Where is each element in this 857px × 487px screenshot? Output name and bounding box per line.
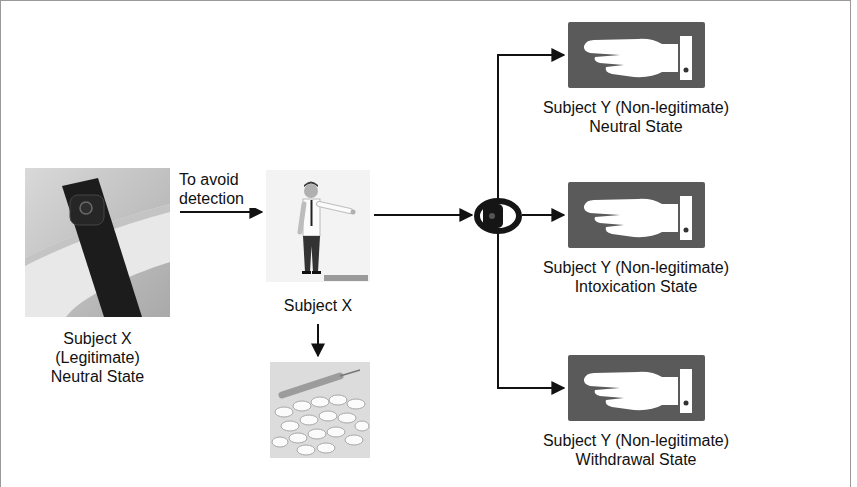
pill: [319, 411, 337, 421]
watermark-bar: [324, 275, 368, 281]
needle: [340, 370, 360, 376]
image-node: Subject X (Legitimate) Neutral State: [25, 168, 170, 387]
wristband-icon: [477, 201, 519, 231]
pill: [300, 415, 318, 425]
photo-ground: [270, 362, 370, 458]
caption: Subject X (Legitimate) Neutral State: [43, 329, 153, 387]
connector-arrow: [180, 211, 262, 213]
pills: [272, 395, 369, 455]
shoe: [312, 271, 321, 274]
image-area: [25, 168, 170, 329]
pill: [272, 437, 288, 447]
pills-photo: [270, 362, 370, 458]
hand: [351, 210, 356, 215]
tie: [311, 200, 313, 226]
caption: Subject Y (Non-legitimate) Neutral State: [524, 98, 748, 136]
pill: [317, 443, 335, 453]
image-area: [266, 170, 370, 296]
branch-arrow: [498, 234, 564, 388]
image-node: Subject Y (Non-legitimate) Withdrawal St…: [516, 355, 756, 469]
caption: Subject X: [266, 296, 370, 315]
image-node: Subject Y (Non-legitimate) Intoxication …: [516, 182, 756, 296]
wrist-band: [62, 178, 142, 317]
image-area: [516, 355, 756, 431]
band-module: [70, 195, 104, 225]
hand-icon: [568, 355, 705, 421]
arrow: [374, 214, 472, 216]
arm: [319, 204, 350, 211]
man-photo: [266, 170, 370, 282]
pill: [275, 407, 293, 417]
pill: [338, 413, 356, 423]
edge-label: To avoid detection: [179, 170, 263, 208]
band-ring: [477, 201, 519, 231]
down-arrow: [317, 324, 319, 356]
image-area: [516, 182, 756, 258]
photo-ground: [25, 168, 170, 317]
pill: [289, 433, 307, 443]
hand-icon: [568, 22, 705, 88]
image-node: Subject X: [266, 170, 370, 315]
image-area: [516, 22, 756, 98]
trousers: [303, 236, 320, 272]
arm-down: [300, 204, 304, 232]
branch-arrow: [522, 214, 564, 216]
shoe: [302, 271, 311, 274]
arm-outline: [319, 204, 350, 211]
pill: [308, 429, 326, 439]
pill: [293, 401, 311, 411]
caption: Subject Y (Non-legitimate) Withdrawal St…: [524, 431, 748, 469]
pill: [281, 421, 299, 431]
pill: [327, 427, 345, 437]
band-button: [80, 202, 92, 214]
pill: [345, 435, 363, 445]
pill: [297, 445, 315, 455]
hand-icon: [568, 182, 705, 248]
photo-ground: [266, 170, 370, 282]
band-face: [483, 204, 503, 228]
pill: [355, 421, 369, 431]
pill: [311, 397, 329, 407]
hair: [304, 182, 318, 188]
pill: [329, 395, 347, 405]
image-node: Subject Y (Non-legitimate) Neutral State: [516, 22, 756, 136]
head: [304, 184, 318, 198]
caption: Subject Y (Non-legitimate) Intoxication …: [524, 258, 748, 296]
branch-arrow: [498, 55, 564, 198]
band-button: [489, 213, 495, 219]
pill: [347, 399, 365, 409]
syringe: [282, 376, 340, 395]
wrist-photo: [25, 168, 170, 317]
